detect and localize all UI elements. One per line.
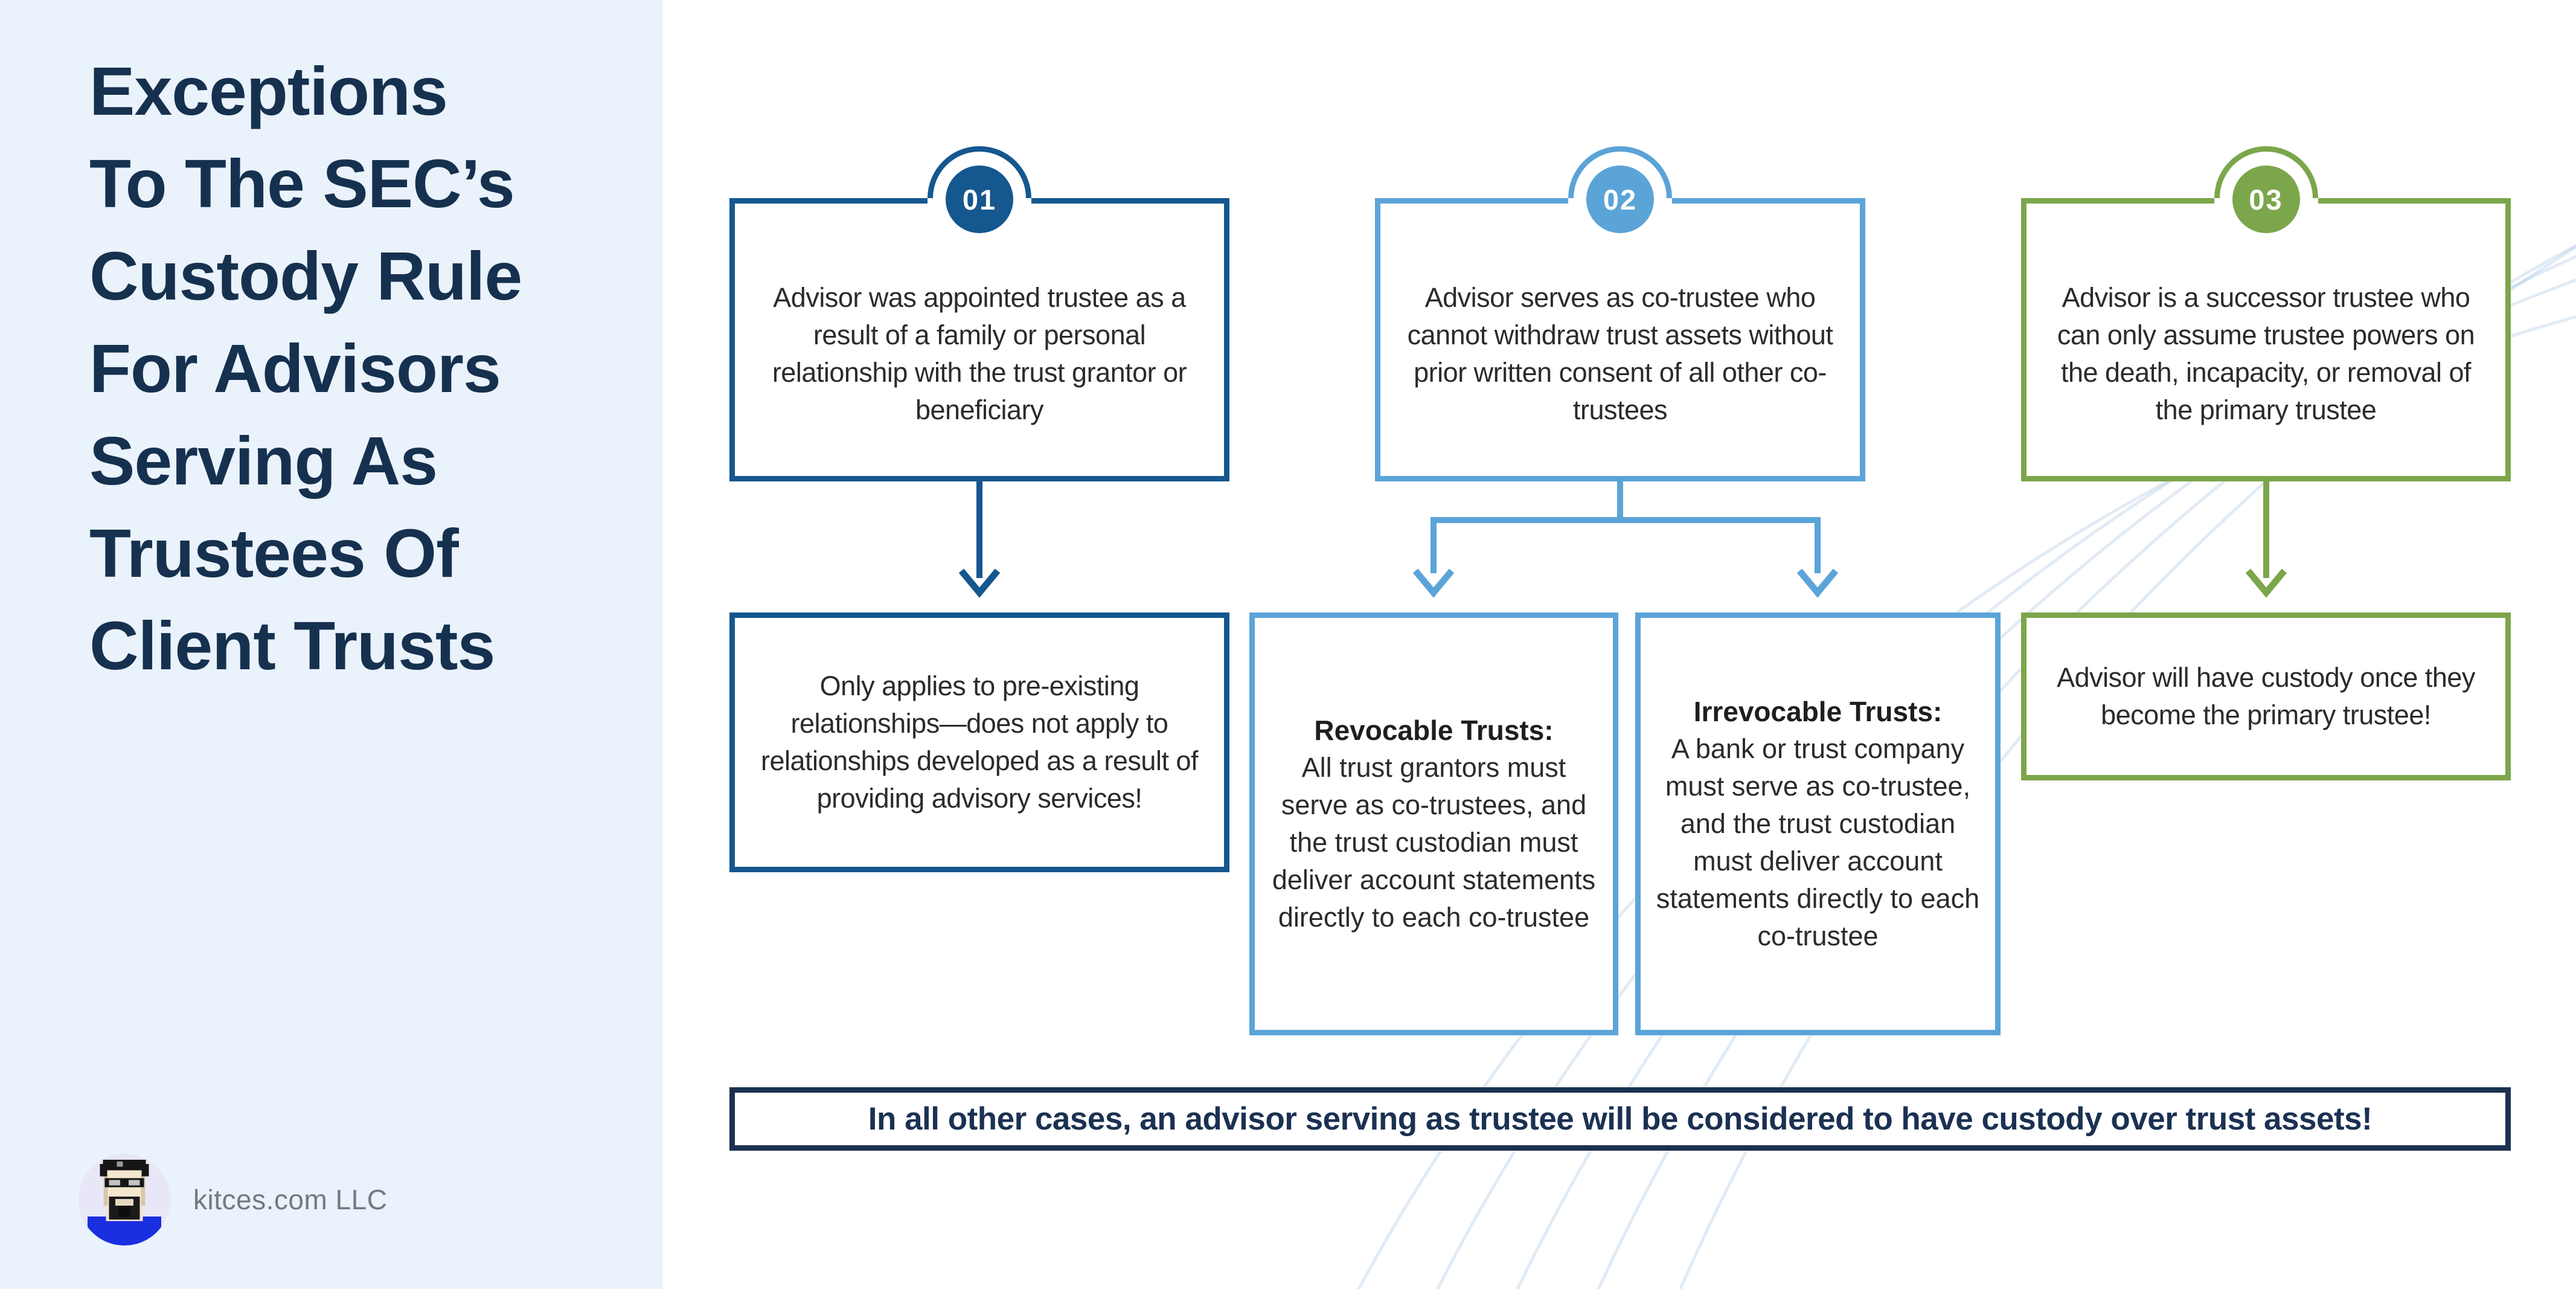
step-number: 03: [2249, 183, 2283, 216]
conclusion-banner: In all other cases, an advisor serving a…: [729, 1087, 2511, 1151]
step-number-badge-01: 01: [946, 166, 1013, 233]
card-text: Advisor was appointed trustee as a resul…: [772, 281, 1187, 425]
card-exception-03: 03 Advisor is a successor trustee who ca…: [2021, 146, 2511, 481]
step-number-badge-02: 02: [1586, 166, 1654, 233]
step-number: 01: [962, 183, 997, 216]
card-body: A bank or trust company must serve as co…: [1656, 733, 1980, 951]
card-text: Irrevocable Trusts: A bank or trust comp…: [1655, 693, 1981, 955]
card-text: Advisor will have custody once they beco…: [2057, 662, 2475, 730]
card-text: Only applies to pre-existing relationshi…: [761, 670, 1198, 814]
step-number-badge-03: 03: [2232, 166, 2300, 233]
card-exception-01: 01 Advisor was appointed trustee as a re…: [729, 146, 1229, 481]
brand: kitces.com LLC: [78, 1154, 387, 1246]
card-exception-02: 02 Advisor serves as co-trustee who cann…: [1375, 146, 1865, 481]
card-body: All trust grantors must serve as co-trus…: [1272, 752, 1596, 933]
sidebar: Exceptions To The SEC’s Custody Rule For…: [0, 0, 662, 1289]
arrow-down-icon: [958, 481, 1001, 598]
step-number: 02: [1603, 183, 1638, 216]
card-text: Revocable Trusts: All trust grantors mus…: [1269, 712, 1598, 936]
card-irrevocable-trusts: Irrevocable Trusts: A bank or trust comp…: [1635, 612, 2001, 1035]
card-exception-03-detail: Advisor will have custody once they beco…: [2021, 612, 2511, 780]
card-exception-01-detail: Only applies to pre-existing relationshi…: [729, 612, 1229, 872]
card-heading: Irrevocable Trusts:: [1693, 696, 1943, 727]
kitces-avatar-icon: [78, 1154, 170, 1246]
card-text: Advisor is a successor trustee who can o…: [2057, 281, 2475, 425]
arrow-down-icon: [2245, 481, 2287, 598]
card-text: Advisor serves as co-trustee who cannot …: [1407, 281, 1833, 425]
card-heading: Revocable Trusts:: [1314, 715, 1554, 746]
page-title: Exceptions To The SEC’s Custody Rule For…: [89, 53, 522, 684]
brand-name: kitces.com LLC: [193, 1184, 388, 1215]
card-revocable-trusts: Revocable Trusts: All trust grantors mus…: [1249, 612, 1618, 1035]
banner-text: In all other cases, an advisor serving a…: [868, 1101, 2373, 1137]
split-arrow-down-icon: [1412, 481, 1839, 598]
